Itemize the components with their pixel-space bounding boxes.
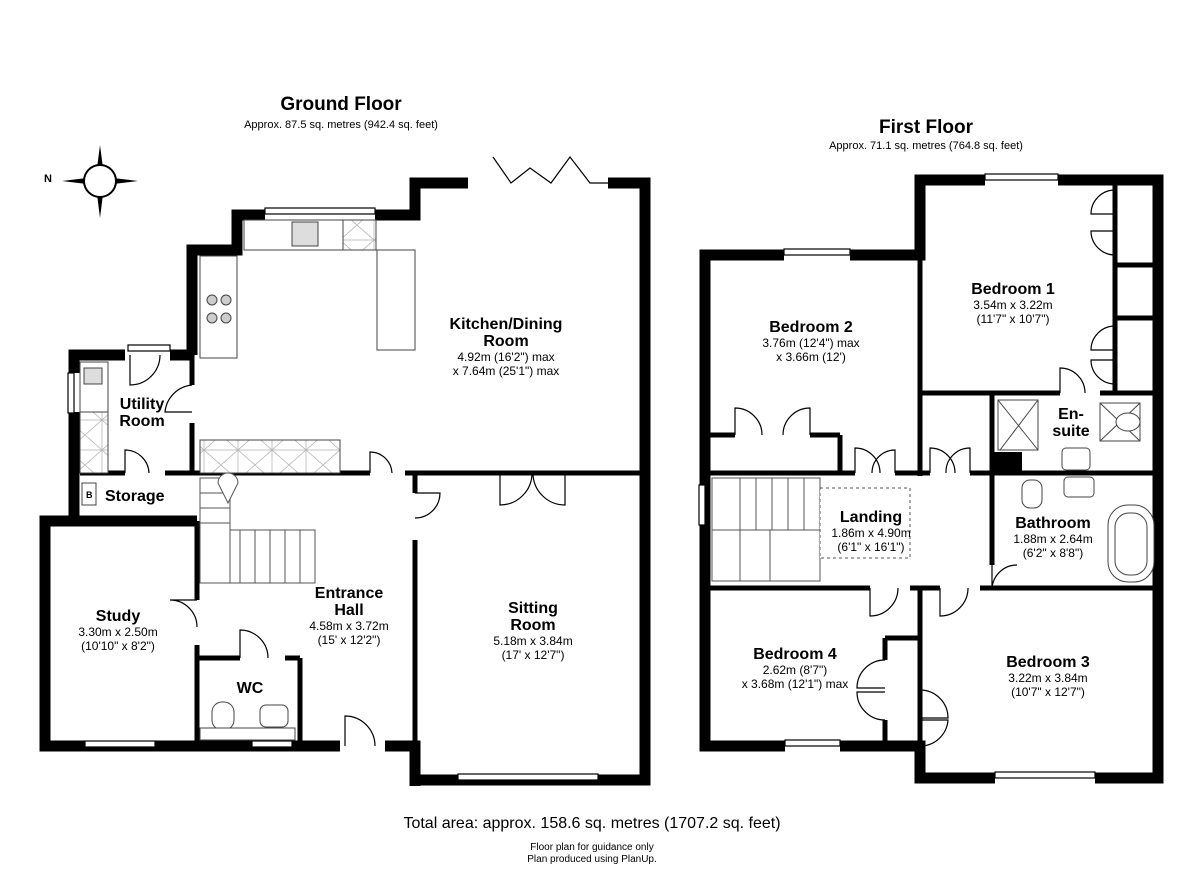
room-name: Study xyxy=(95,608,141,625)
room-name: Kitchen/Dining xyxy=(449,316,563,333)
ground-floor-fixtures xyxy=(79,219,416,741)
room-name: Entrance xyxy=(314,585,384,602)
boiler-symbol: B xyxy=(86,490,93,500)
room-dimensions: (15' x 12'2") xyxy=(317,633,381,647)
room-name: Sitting xyxy=(508,600,558,617)
room-name: Bedroom 3 xyxy=(1006,654,1090,671)
room-label-bedroom-2: Bedroom 2 3.76m (12'4") max x 3.66m (12'… xyxy=(762,319,859,364)
ground-floor-area: Approx. 87.5 sq. metres (942.4 sq. feet) xyxy=(244,119,438,131)
room-label-kitchen: Kitchen/Dining Room 4.92m (16'2") max x … xyxy=(450,316,563,378)
room-name: Utility xyxy=(119,396,165,413)
room-dimensions: 4.92m (16'2") max xyxy=(457,350,555,364)
guidance-note: Floor plan for guidance only xyxy=(530,842,654,853)
planup-note: Plan produced using PlanUp. xyxy=(527,854,657,865)
room-dimensions: 1.86m x 4.90m xyxy=(831,526,911,540)
first-floor-staircase xyxy=(711,477,911,582)
room-dimensions: x 7.64m (25'1") max xyxy=(452,364,560,378)
room-name: Landing xyxy=(839,509,903,526)
compass-north-label: N xyxy=(44,173,52,185)
room-label-entrance-hall: Entrance Hall 4.58m x 3.72m (15' x 12'2"… xyxy=(309,585,388,647)
room-dimensions: 2.62m (8'7") xyxy=(762,663,828,677)
room-name: Bedroom 2 xyxy=(769,319,853,336)
room-name: Bedroom 1 xyxy=(971,281,1055,298)
room-label-landing: Landing 1.86m x 4.90m (6'1" x 16'1") xyxy=(831,509,910,554)
ground-floor-title: Ground Floor xyxy=(280,94,402,115)
room-label-bedroom-4: Bedroom 4 2.62m (8'7") x 3.68m (12'1") m… xyxy=(742,646,849,691)
room-dimensions: (10'7" x 12'7") xyxy=(1011,685,1085,699)
first-floor-fixtures xyxy=(997,399,1155,583)
room-dimensions: x 3.68m (12'1") max xyxy=(741,677,849,691)
room-dimensions: (11'7" x 10'7") xyxy=(976,312,1050,326)
room-dimensions: 3.22m x 3.84m xyxy=(1008,671,1088,685)
ground-floor-staircase xyxy=(199,472,316,584)
compass-icon xyxy=(62,145,138,218)
room-dimensions: 1.88m x 2.64m xyxy=(1013,532,1093,546)
room-dimensions: 3.76m (12'4") max xyxy=(762,336,860,350)
room-dimensions: (6'1" x 16'1") xyxy=(837,540,905,554)
room-dimensions: (10'10" x 8'2") xyxy=(81,639,155,653)
room-label-storage: Storage xyxy=(105,488,165,505)
ground-floor-walls xyxy=(39,155,651,786)
room-name: Room xyxy=(510,617,556,634)
total-area: Total area: approx. 158.6 sq. metres (17… xyxy=(403,815,781,832)
room-name: Room xyxy=(119,413,165,430)
room-label-bathroom: Bathroom 1.88m x 2.64m (6'2" x 8'8") xyxy=(1013,515,1092,560)
room-label-wc: WC xyxy=(236,680,264,697)
room-dimensions: 4.58m x 3.72m xyxy=(309,619,389,633)
room-label-sitting-room: Sitting Room 5.18m x 3.84m (17' x 12'7") xyxy=(493,600,572,662)
first-floor-walls xyxy=(698,173,1164,784)
room-label-study: Study 3.30m x 2.50m (10'10" x 8'2") xyxy=(78,608,157,653)
room-name: Bedroom 4 xyxy=(753,646,837,663)
room-label-ensuite: En- suite xyxy=(1052,406,1089,440)
room-label-utility: Utility Room xyxy=(119,396,164,430)
first-floor-title: First Floor xyxy=(879,117,973,138)
room-label-bedroom-3: Bedroom 3 3.22m x 3.84m (10'7" x 12'7") xyxy=(1006,654,1090,699)
room-name: Room xyxy=(483,333,529,350)
room-dimensions: 3.30m x 2.50m xyxy=(78,625,158,639)
room-name: En- xyxy=(1058,406,1084,423)
room-dimensions: (6'2" x 8'8") xyxy=(1022,546,1084,560)
first-floor-area: Approx. 71.1 sq. metres (764.8 sq. feet) xyxy=(829,140,1023,152)
room-label-bedroom-1: Bedroom 1 3.54m x 3.22m (11'7" x 10'7") xyxy=(971,281,1055,326)
room-dimensions: 5.18m x 3.84m xyxy=(493,634,573,648)
room-name: suite xyxy=(1052,423,1090,440)
room-dimensions: (17' x 12'7") xyxy=(501,648,565,662)
room-name: Hall xyxy=(334,602,364,619)
room-dimensions: x 3.66m (12') xyxy=(776,350,846,364)
room-name: Bathroom xyxy=(1015,515,1091,532)
room-dimensions: 3.54m x 3.22m xyxy=(973,298,1053,312)
